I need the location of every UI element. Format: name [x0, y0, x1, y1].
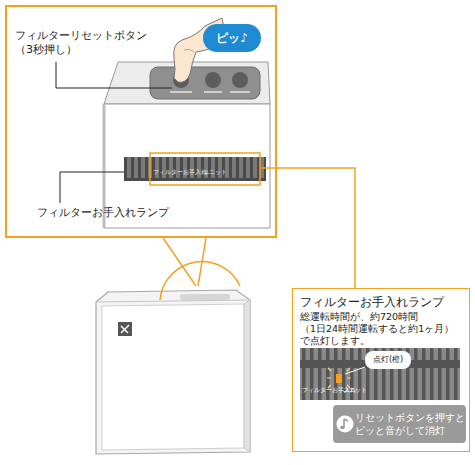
- lamp-strip: [300, 348, 460, 400]
- note-icon: [336, 415, 354, 433]
- power-button: [232, 72, 248, 88]
- panel-label: ユニット: [343, 386, 367, 395]
- info-panel: フィルターお手入れランプ総運転時間が、約720時間 （1日24時間運転すると約1…: [292, 288, 470, 452]
- sound-text: ピッ♪: [216, 30, 248, 47]
- part-label: フィルターお手入れランプ: [37, 206, 217, 220]
- leader-line: [56, 62, 172, 88]
- lamp-bubble: 点灯(橙): [365, 351, 411, 369]
- panel-label: フィルターお手入れ: [153, 168, 207, 177]
- sound-bubble: ピッ♪: [203, 24, 261, 52]
- purifier-front: [102, 304, 244, 450]
- callout-circle: [160, 262, 240, 300]
- logo-mark: [118, 322, 132, 336]
- lamp-strip: [124, 157, 266, 181]
- note-text: リセットボタンを押すと ピッと音がして消灯: [355, 411, 463, 437]
- purifier-body: [96, 290, 250, 454]
- leader-line: [60, 172, 124, 203]
- lamp-state: 点灯(橙): [373, 354, 403, 365]
- panel-title: フィルターお手入れランプ: [300, 295, 465, 309]
- button-plate: [150, 67, 260, 99]
- panel-label: ユニット: [203, 168, 227, 177]
- note-box: リセットボタンを押すと ピッと音がして消灯: [333, 405, 466, 443]
- part-label: フィルターリセットボタン （3秒押し）: [15, 29, 165, 57]
- lamp-highlight: [150, 153, 260, 185]
- panel-body: 総運転時間が、約720時間 （1日24時間運転すると約1ヶ月） で点灯します。: [300, 311, 466, 347]
- zoom-frame: フィルターリセットボタン （3秒押し） フィルターお手入れランプ ピッ♪: [5, 5, 277, 238]
- lit-lamp: [336, 374, 342, 383]
- leader-line: [260, 167, 277, 169]
- leader-connector: [277, 168, 355, 288]
- lamp-button: [205, 72, 221, 88]
